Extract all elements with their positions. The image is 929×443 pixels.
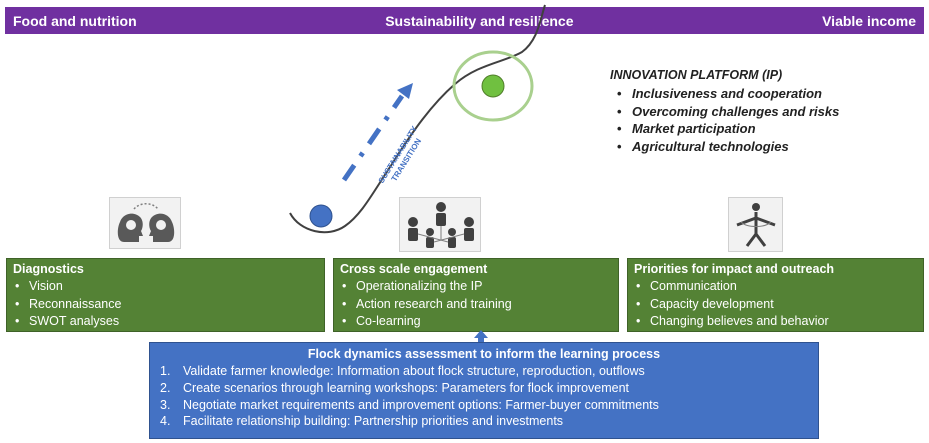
innovation-platform-title: INNOVATION PLATFORM (IP) (610, 68, 783, 82)
cross-scale-box: Cross scale engagement Operationalizing … (333, 258, 619, 332)
flock-step: 4.Facilitate relationship building: Part… (160, 414, 564, 429)
header-viable-income: Viable income (822, 12, 916, 29)
diagnostics-box: Diagnostics Vision Reconnaissance SWOT a… (6, 258, 325, 332)
diagnostics-title: Diagnostics (13, 262, 84, 276)
start-ball (309, 204, 333, 228)
ip-item: Agricultural technologies (617, 138, 910, 156)
goal-ball (481, 74, 505, 98)
flock-dynamics-box: Flock dynamics assessment to inform the … (149, 342, 819, 439)
outreach-figure-icon (728, 197, 783, 252)
cross-scale-item: Operationalizing the IP (342, 278, 612, 296)
flock-step: 3.Negotiate market requirements and impr… (160, 397, 659, 412)
priorities-title: Priorities for impact and outreach (634, 262, 835, 276)
people-network-icon (399, 197, 481, 252)
transition-curve (289, 4, 546, 234)
innovation-platform: INNOVATION PLATFORM (IP) Inclusiveness a… (610, 68, 910, 155)
cross-scale-list: Operationalizing the IP Action research … (340, 278, 612, 331)
ip-item: Inclusiveness and cooperation (617, 85, 910, 103)
diagnostics-list: Vision Reconnaissance SWOT analyses (13, 278, 318, 331)
diagnostics-item: Reconnaissance (15, 296, 318, 314)
priorities-list: Communication Capacity development Chang… (634, 278, 917, 331)
two-heads-icon (109, 197, 181, 249)
priorities-item: Changing believes and behavior (636, 313, 917, 331)
transition-arrow-line (341, 94, 405, 182)
innovation-platform-list: Inclusiveness and cooperation Overcoming… (610, 85, 910, 155)
header-bar: Food and nutrition Sustainability and re… (5, 7, 924, 34)
flock-step: 2.Create scenarios through learning work… (160, 380, 630, 395)
cross-scale-title: Cross scale engagement (340, 262, 488, 276)
transition-arrow-head (397, 83, 413, 99)
cross-scale-item: Action research and training (342, 296, 612, 314)
priorities-box: Priorities for impact and outreach Commu… (627, 258, 924, 332)
priorities-item: Capacity development (636, 296, 917, 314)
ip-item: Overcoming challenges and risks (617, 103, 910, 121)
cross-scale-item: Co-learning (342, 313, 612, 331)
goal-halo (452, 50, 534, 122)
priorities-item: Communication (636, 278, 917, 296)
diagnostics-item: Vision (15, 278, 318, 296)
flock-step: 1.Validate farmer knowledge: Information… (160, 364, 645, 378)
ip-item: Market participation (617, 120, 910, 138)
flock-dynamics-title: Flock dynamics assessment to inform the … (307, 347, 661, 361)
diagnostics-item: SWOT analyses (15, 313, 318, 331)
connector-arrow-icon (474, 330, 488, 344)
header-sustainability: Sustainability and resilience (385, 12, 574, 29)
transition-label: SUSTAINABILITY TRANSITION (377, 124, 424, 185)
header-food-nutrition: Food and nutrition (13, 12, 137, 29)
flock-dynamics-list: 1.Validate farmer knowledge: Information… (160, 363, 808, 430)
